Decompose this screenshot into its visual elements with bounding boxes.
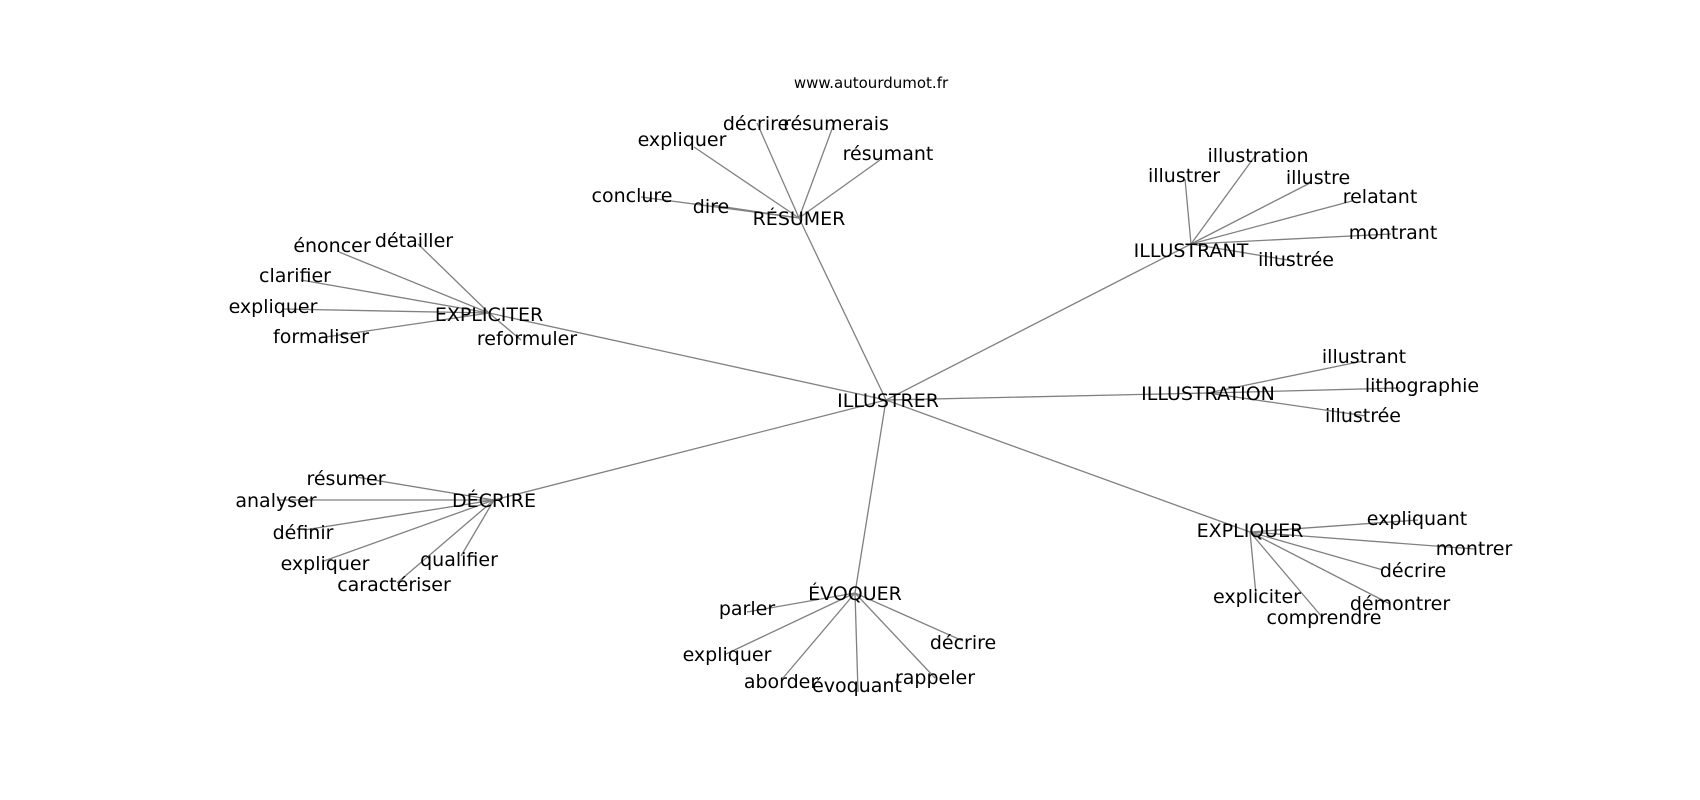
- leaf-node-decrire-qualifier[interactable]: qualifier: [420, 549, 498, 571]
- leaf-node-illustration-illustrant[interactable]: illustrant: [1322, 346, 1406, 368]
- edge-center-illustration: [885, 392, 1209, 401]
- leaf-node-expliquer-montrer[interactable]: montrer: [1436, 538, 1513, 560]
- leaf-node-evoquer-aborder[interactable]: aborder: [744, 671, 819, 693]
- leaf-node-expliquer-demontrer[interactable]: démontrer: [1350, 593, 1450, 615]
- edge-evoquer-aborder: [782, 592, 856, 679]
- edge-evoquer-decrire: [854, 592, 964, 642]
- edge-center-resumer: [798, 217, 887, 401]
- leaf-node-expliciter-detailler[interactable]: détailler: [375, 230, 453, 252]
- edge-decrire-expliquer: [323, 499, 495, 562]
- edge-illustrant-relatant: [1190, 200, 1353, 245]
- edge-expliquer-comprendre: [1249, 531, 1323, 618]
- leaf-node-illustrant-illustree[interactable]: illustrée: [1258, 249, 1334, 271]
- edge-expliquer-decrire: [1249, 531, 1384, 571]
- leaf-node-illustration-illustree[interactable]: illustrée: [1325, 405, 1401, 427]
- leaf-node-expliciter-clarifier[interactable]: clarifier: [259, 265, 331, 287]
- edge-illustration-illustrant: [1207, 360, 1364, 394]
- hub-node-illustration[interactable]: ILLUSTRATION: [1141, 383, 1275, 405]
- edge-expliciter-expliquer: [281, 308, 490, 314]
- leaf-node-decrire-analyser[interactable]: analyser: [235, 490, 316, 512]
- edge-decrire-caracteriser: [396, 499, 495, 584]
- edge-center-decrire: [493, 399, 887, 501]
- edge-illustrant-illustre: [1190, 181, 1313, 245]
- edge-illustrant-illustree: [1190, 243, 1295, 262]
- center-node[interactable]: ILLUSTRER: [837, 390, 939, 412]
- edge-center-expliciter: [488, 312, 887, 401]
- hub-node-expliciter[interactable]: EXPLICITER: [435, 304, 543, 326]
- edge-expliciter-enoncer: [338, 251, 490, 314]
- edge-illustrant-illustration: [1190, 151, 1259, 245]
- graph-labels: www.autourdumot.fr ILLUSTRER expliquerdé…: [229, 74, 1513, 697]
- edge-expliciter-detailler: [417, 243, 490, 314]
- hub-node-decrire[interactable]: DÉCRIRE: [452, 489, 536, 512]
- hub-node-expliquer[interactable]: EXPLIQUER: [1197, 520, 1304, 542]
- edge-resumer-resumant: [798, 159, 881, 219]
- hub-node-evoquer[interactable]: ÉVOQUER: [808, 582, 902, 605]
- edge-resumer-expliquer: [693, 146, 800, 219]
- leaf-node-evoquer-evoquant[interactable]: évoquant: [812, 675, 902, 697]
- edge-evoquer-parler: [746, 592, 856, 613]
- edge-expliquer-demontrer: [1249, 531, 1391, 605]
- leaf-node-expliciter-formaliser[interactable]: formaliser: [273, 326, 369, 348]
- edge-expliquer-expliciter: [1249, 531, 1257, 596]
- edge-decrire-resumer: [355, 476, 495, 501]
- edge-expliquer-montrer: [1249, 531, 1476, 550]
- site-credit: www.autourdumot.fr: [794, 74, 949, 92]
- edge-resumer-dire: [711, 204, 800, 219]
- leaf-node-resumer-expliquer[interactable]: expliquer: [638, 129, 727, 151]
- leaf-node-expliquer-comprendre[interactable]: comprendre: [1267, 607, 1382, 629]
- edge-center-illustrant: [885, 243, 1192, 401]
- leaf-node-illustrant-relatant[interactable]: relatant: [1343, 186, 1418, 208]
- leaf-node-evoquer-rappeler[interactable]: rappeler: [895, 667, 975, 689]
- leaf-node-evoquer-expliquer[interactable]: expliquer: [683, 644, 772, 666]
- leaf-node-expliquer-expliquant[interactable]: expliquant: [1367, 508, 1467, 530]
- leaf-node-resumer-resumerais[interactable]: résumerais: [783, 113, 889, 135]
- leaf-node-resumer-conclure[interactable]: conclure: [592, 185, 673, 207]
- hub-node-resumer[interactable]: RÉSUMER: [753, 207, 846, 230]
- edge-expliciter-formaliser: [318, 312, 490, 339]
- leaf-node-evoquer-parler[interactable]: parler: [719, 598, 775, 620]
- edge-decrire-definir: [303, 499, 495, 531]
- graph-edges: [277, 120, 1476, 693]
- edge-evoquer-evoquant: [854, 592, 859, 693]
- leaf-node-illustrant-montrant[interactable]: montrant: [1349, 222, 1438, 244]
- edge-evoquer-expliquer: [725, 592, 856, 655]
- edge-expliciter-clarifier: [300, 279, 490, 314]
- edge-expliciter-reformuler: [488, 312, 522, 341]
- edge-illustration-lithographie: [1207, 387, 1401, 394]
- leaf-node-resumer-decrire[interactable]: décrire: [723, 113, 789, 135]
- edge-center-expliquer: [885, 399, 1251, 533]
- edge-illustration-illustree: [1207, 392, 1367, 417]
- edge-expliquer-expliquant: [1249, 519, 1419, 533]
- leaf-node-illustration-lithographie[interactable]: lithographie: [1365, 375, 1479, 397]
- leaf-node-expliciter-enoncer[interactable]: énoncer: [293, 235, 371, 257]
- leaf-node-expliciter-expliquer[interactable]: expliquer: [229, 296, 318, 318]
- edge-decrire-qualifier: [460, 499, 495, 557]
- leaf-node-decrire-expliquer[interactable]: expliquer: [281, 553, 370, 575]
- leaf-node-resumer-resumant[interactable]: résumant: [843, 143, 934, 165]
- leaf-node-illustrant-illustre[interactable]: illustre: [1286, 167, 1350, 189]
- edge-evoquer-rappeler: [854, 592, 936, 679]
- leaf-node-illustrant-illustration[interactable]: illustration: [1207, 145, 1308, 167]
- hub-node-illustrant[interactable]: ILLUSTRANT: [1134, 240, 1249, 262]
- edge-illustrant-montrant: [1190, 233, 1392, 245]
- leaf-node-expliquer-decrire[interactable]: décrire: [1380, 560, 1446, 582]
- leaf-node-resumer-dire[interactable]: dire: [693, 196, 729, 218]
- leaf-node-decrire-resumer[interactable]: résumer: [306, 468, 385, 490]
- edge-resumer-resumerais: [798, 120, 836, 219]
- leaf-node-illustrant-illustrer[interactable]: illustrer: [1148, 165, 1220, 187]
- leaf-node-evoquer-decrire[interactable]: décrire: [930, 632, 996, 654]
- leaf-node-decrire-definir[interactable]: définir: [273, 522, 334, 544]
- edge-center-evoquer: [854, 399, 887, 594]
- leaf-node-expliciter-reformuler[interactable]: reformuler: [477, 328, 577, 350]
- leaf-node-expliquer-expliciter[interactable]: expliciter: [1213, 586, 1301, 608]
- leaf-node-decrire-caracteriser[interactable]: caractériser: [337, 574, 451, 596]
- edge-illustrant-illustrer: [1184, 178, 1192, 245]
- edge-resumer-decrire: [756, 122, 800, 219]
